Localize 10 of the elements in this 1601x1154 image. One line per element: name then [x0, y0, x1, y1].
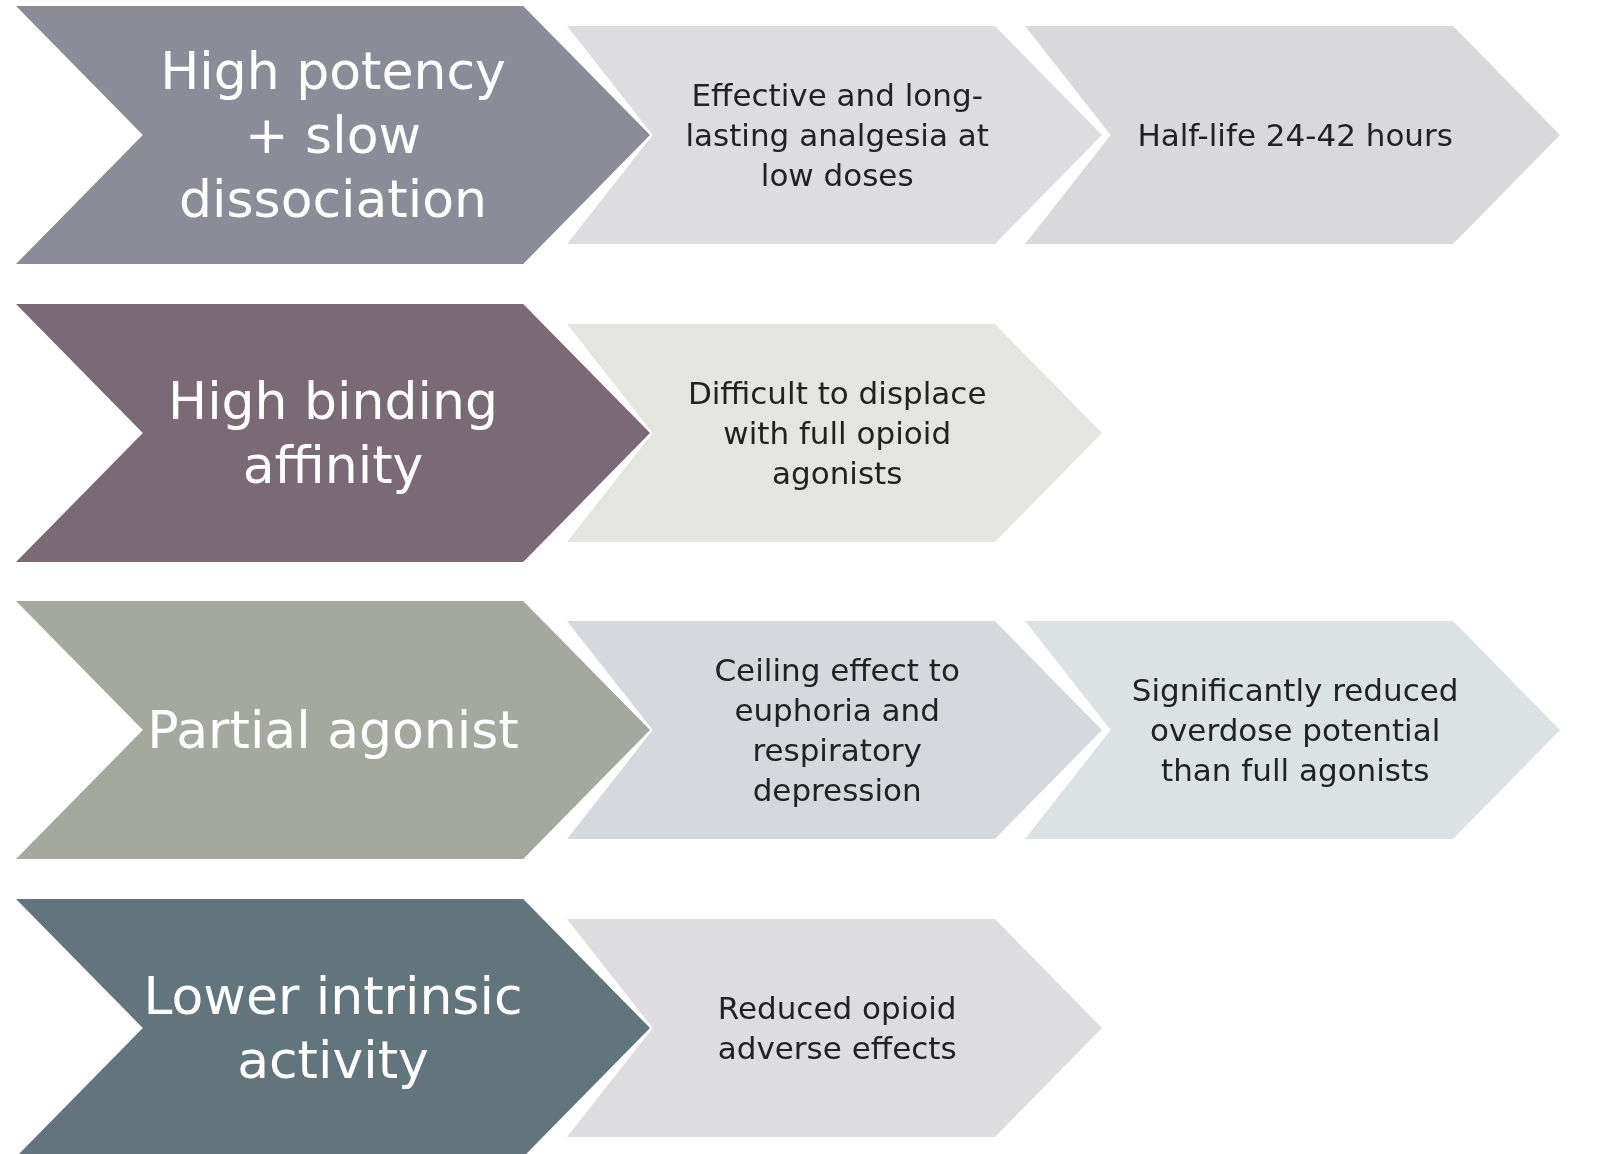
chevron-text: Significantly reduced overdose potential than full agonists	[1130, 671, 1460, 790]
chevron-text: Difficult to displace with full opioid agonists	[686, 374, 988, 493]
chevron-heading: High potency + slow dissociation	[159, 40, 507, 231]
chevron-heading: Lower intrinsic activity	[142, 965, 524, 1092]
chevron-text: Effective and long-lasting analgesia at low doses	[684, 76, 990, 195]
chevron-text: Half-life 24-42 hours	[1136, 116, 1454, 155]
chevron-heading: High binding affinity	[167, 370, 499, 497]
chevron-text: Ceiling effect to euphoria and respiratory depression	[713, 651, 961, 810]
chevron-heading: Partial agonist	[146, 699, 520, 762]
chevron-text: Reduced opioid adverse effects	[716, 989, 958, 1068]
